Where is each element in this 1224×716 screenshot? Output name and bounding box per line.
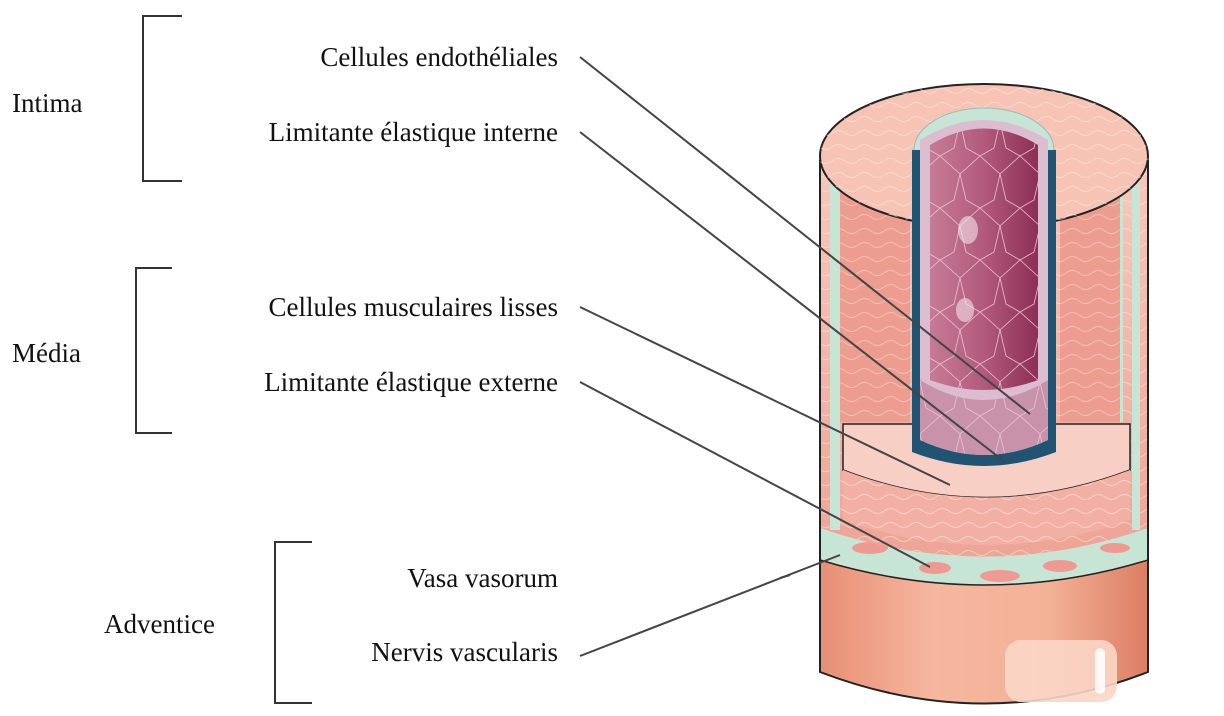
intima-bracket: [143, 16, 182, 181]
group-label-adventice: Adventice: [104, 608, 215, 640]
label-vasa-vasorum: Vasa vasorum: [407, 562, 558, 594]
label-nervis-vascularis: Nervis vascularis: [371, 636, 558, 668]
adventice-bracket: [275, 542, 312, 703]
intima-lumen: [912, 120, 1056, 466]
label-smooth-muscle: Cellules musculaires lisses: [269, 291, 558, 323]
group-label-media: Média: [12, 337, 81, 369]
leader-nervis: [580, 555, 840, 656]
label-internal-elastic: Limitante élastique interne: [269, 116, 558, 148]
label-endothelial: Cellules endothéliales: [320, 41, 558, 73]
group-label-intima: Intima: [12, 87, 82, 119]
media-bracket: [136, 268, 172, 433]
label-external-elastic: Limitante élastique externe: [264, 366, 558, 398]
